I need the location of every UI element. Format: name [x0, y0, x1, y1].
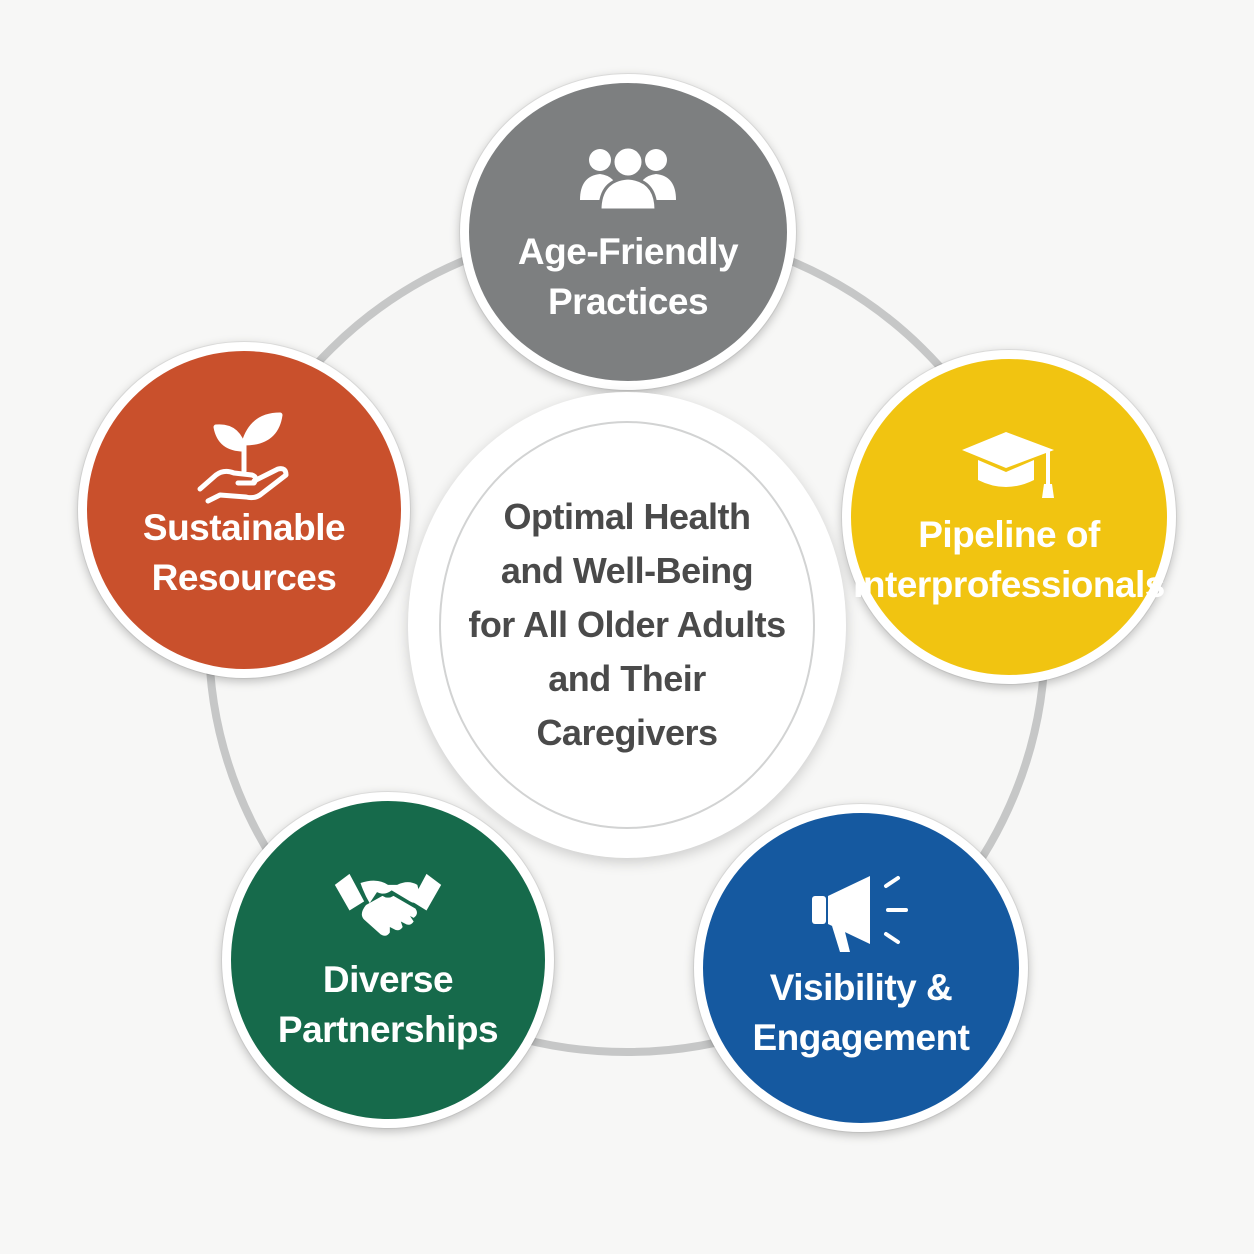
node-visibility-engagement: Visibility & Engagement [694, 804, 1028, 1132]
graduation-cap-icon [954, 424, 1064, 504]
node-label: Sustainable Resources [142, 507, 346, 598]
node-age-friendly-practices: Age-Friendly Practices [460, 74, 796, 390]
center-goal-circle: Optimal Health and Well-Being for All Ol… [408, 392, 846, 858]
node-sustainable-resources: Sustainable Resources [78, 342, 410, 678]
people-group-icon [573, 137, 683, 217]
megaphone-icon [806, 873, 916, 953]
node-label: Diverse Partnerships [277, 959, 499, 1050]
center-goal-text: Optimal Health and Well-Being for All Ol… [468, 496, 786, 753]
plant-in-hand-icon [189, 412, 299, 504]
node-label: Pipeline of Interprofessionals [853, 514, 1165, 605]
node-label: Age-Friendly Practices [517, 231, 739, 322]
node-label: Visibility & Engagement [752, 967, 970, 1058]
node-diverse-partnerships: Diverse Partnerships [222, 792, 554, 1128]
node-pipeline-of-interprofessionals: Pipeline of Interprofessionals [842, 350, 1176, 684]
center-inner-ring: Optimal Health and Well-Being for All Ol… [439, 421, 815, 829]
handshake-icon [333, 865, 443, 945]
